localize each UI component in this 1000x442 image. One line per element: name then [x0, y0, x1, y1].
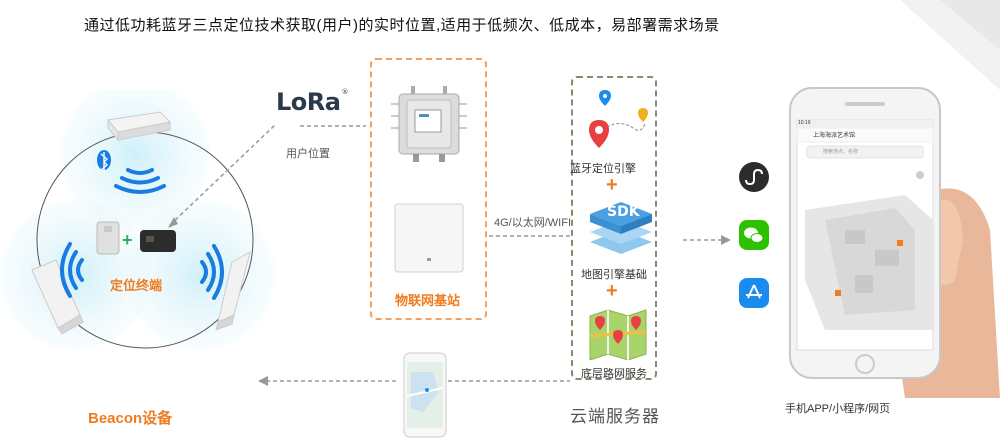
phone-with-hand: [789, 87, 1000, 398]
signal-waves-top: [114, 168, 166, 194]
beacon-device-top: [107, 111, 172, 142]
gateway-device-indoor: [394, 203, 464, 273]
terminal-label: 定位终端: [110, 278, 163, 293]
small-phone-map: [403, 352, 447, 438]
beacon-device-right: [215, 251, 251, 331]
location-engine-icon: [589, 90, 648, 148]
signal-waves-left: [60, 242, 84, 298]
arrow-lora-to-gateway: [300, 125, 366, 127]
arrow-gateway-to-server: [489, 235, 573, 237]
terminal-tag: [140, 230, 176, 252]
sdk-text: SDK: [607, 204, 640, 220]
lora-logo-text: LoRa: [276, 88, 341, 116]
beacon-diagram: +: [0, 90, 276, 350]
arrow-phone-to-beacon: [258, 376, 398, 386]
phone-search-input[interactable]: 搜索地点、名称: [823, 149, 859, 155]
phone-status-time: 10:19: [798, 120, 811, 126]
bluetooth-icon: [97, 150, 111, 172]
page-title: 通过低功耗蓝牙三点定位技术获取(用户)的实时位置,适用于低频次、低成本，易部署需…: [84, 17, 720, 34]
app-store-icon[interactable]: [739, 278, 769, 308]
beacon-device-left: [31, 259, 84, 335]
lora-logo-mark: ®: [341, 88, 348, 96]
signal-waves-right: [200, 244, 224, 300]
gateway-label: 物联网基站: [395, 293, 461, 308]
beacon-range-top: [60, 90, 210, 230]
plus-sign-2: +: [606, 280, 618, 302]
user-position-label: 用户位置: [286, 148, 330, 160]
gateway-box: [370, 58, 487, 320]
map-engine-label: 地图引擎基础: [581, 269, 647, 281]
terminal-card: [96, 221, 120, 255]
wechat-icon[interactable]: [739, 220, 769, 250]
app-channels-label: 手机APP/小程序/网页: [785, 403, 891, 415]
server-title: 云端服务器: [570, 407, 660, 426]
arrow-phone-to-server: [448, 380, 570, 382]
server-box: [571, 76, 657, 380]
gateway-device-outdoor: [391, 86, 467, 162]
sdk-icon: [590, 202, 652, 254]
plus-sign-1: +: [606, 174, 618, 196]
road-network-icon: [589, 309, 647, 360]
network-label: 4G/以太网/WIFI: [494, 217, 571, 229]
corner-decoration: [900, 0, 1000, 90]
mini-program-icon[interactable]: [739, 162, 769, 192]
arrow-terminal-to-lora: [169, 124, 276, 226]
svg-text:+: +: [122, 230, 133, 250]
arrow-server-to-apps: [683, 235, 731, 245]
location-engine-label: 蓝牙定位引擎: [570, 163, 636, 175]
beacon-device-label: Beacon设备: [88, 410, 173, 427]
road-network-label: 底层路网服务: [581, 368, 647, 380]
phone-map-title: 上海海派艺术馆: [813, 133, 856, 139]
lora-logo: LoRa®: [276, 88, 348, 116]
